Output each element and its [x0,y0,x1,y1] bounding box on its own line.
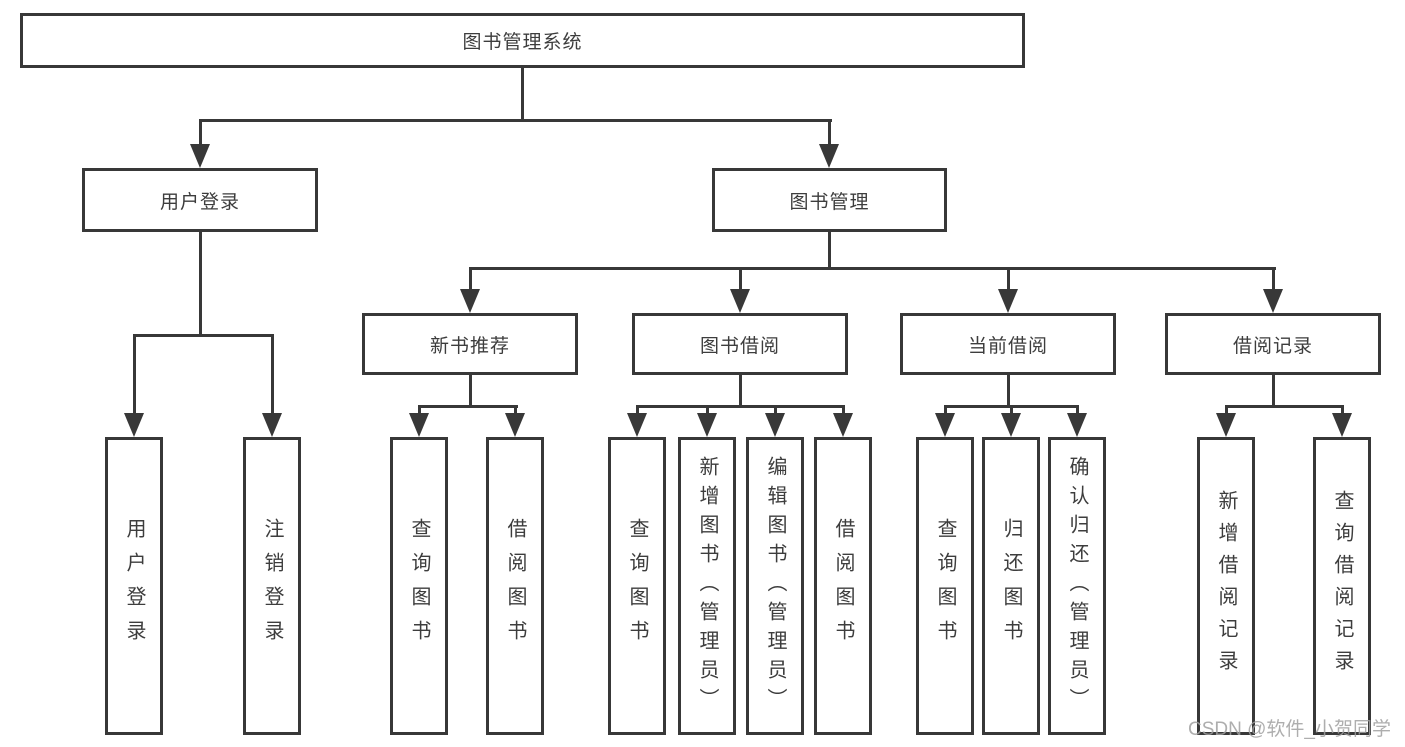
connector-root-drop-left [199,119,202,147]
node-current-borrowing: 当前借阅 [900,313,1116,375]
connector-drop [1007,267,1010,292]
node-user-login: 用户登录 [82,168,318,232]
connector-book-mgmt-horizontal [469,267,1276,270]
connector-root-stem [521,68,524,122]
connector-drop [842,405,845,416]
connector-user-login-horizontal [133,334,274,337]
node-system-root: 图书管理系统 [20,13,1025,68]
connector-newbook-stem [469,375,472,408]
arrowhead [1067,413,1087,437]
leaf-borrow-books-recommend: 借阅图书 [486,437,544,735]
connector-records-horizontal [1225,405,1344,408]
connector-drop [1272,267,1275,292]
leaf-query-books-current: 查询图书 [916,437,974,735]
arrowhead [190,144,210,168]
arrowhead [124,413,144,437]
connector-drop [1341,405,1344,416]
connector-root-drop-right [828,119,831,147]
connector-drop [1076,405,1079,416]
connector-drop [133,334,136,415]
connector-drop [944,405,947,416]
connector-borrowing-horizontal [636,405,845,408]
arrowhead [730,289,750,313]
connector-drop [469,267,472,292]
connector-drop [271,334,274,415]
connector-newbook-horizontal [418,405,518,408]
leaf-confirm-return-admin: 确认归还（管理员） [1048,437,1106,735]
leaf-add-borrow-record: 新增借阅记录 [1197,437,1255,735]
leaf-edit-book-admin: 编辑图书（管理员） [746,437,804,735]
connector-user-login-stem [199,232,202,336]
connector-drop [1010,405,1013,416]
leaf-logout: 注销登录 [243,437,301,735]
arrowhead [409,413,429,437]
arrowhead [697,413,717,437]
connector-records-stem [1272,375,1275,408]
arrowhead [819,144,839,168]
csdn-watermark: CSDN @软件_小贺同学 [1188,719,1391,740]
connector-drop [636,405,639,416]
leaf-add-book-admin: 新增图书（管理员） [678,437,736,735]
connector-drop [418,405,421,416]
connector-drop [514,405,517,416]
connector-drop [706,405,709,416]
arrowhead [1001,413,1021,437]
arrowhead [627,413,647,437]
arrowhead [998,289,1018,313]
node-book-borrowing: 图书借阅 [632,313,848,375]
arrowhead [460,289,480,313]
arrowhead [935,413,955,437]
node-new-book-recommend: 新书推荐 [362,313,578,375]
node-borrowing-records: 借阅记录 [1165,313,1381,375]
node-book-management: 图书管理 [712,168,947,232]
leaf-return-books: 归还图书 [982,437,1040,735]
arrowhead [765,413,785,437]
leaf-query-borrow-record: 查询借阅记录 [1313,437,1371,735]
arrowhead [833,413,853,437]
connector-book-mgmt-stem [828,232,831,270]
arrowhead [1216,413,1236,437]
connector-drop [1225,405,1228,416]
leaf-borrow-books-borrowing: 借阅图书 [814,437,872,735]
connector-drop [774,405,777,416]
leaf-query-books-recommend: 查询图书 [390,437,448,735]
connector-borrowing-stem [739,375,742,408]
connector-root-horizontal [199,119,832,122]
arrowhead [505,413,525,437]
arrowhead [1332,413,1352,437]
arrowhead [1263,289,1283,313]
connector-current-stem [1007,375,1010,408]
connector-drop [739,267,742,292]
leaf-query-books-borrowing: 查询图书 [608,437,666,735]
arrowhead [262,413,282,437]
leaf-user-login: 用户登录 [105,437,163,735]
